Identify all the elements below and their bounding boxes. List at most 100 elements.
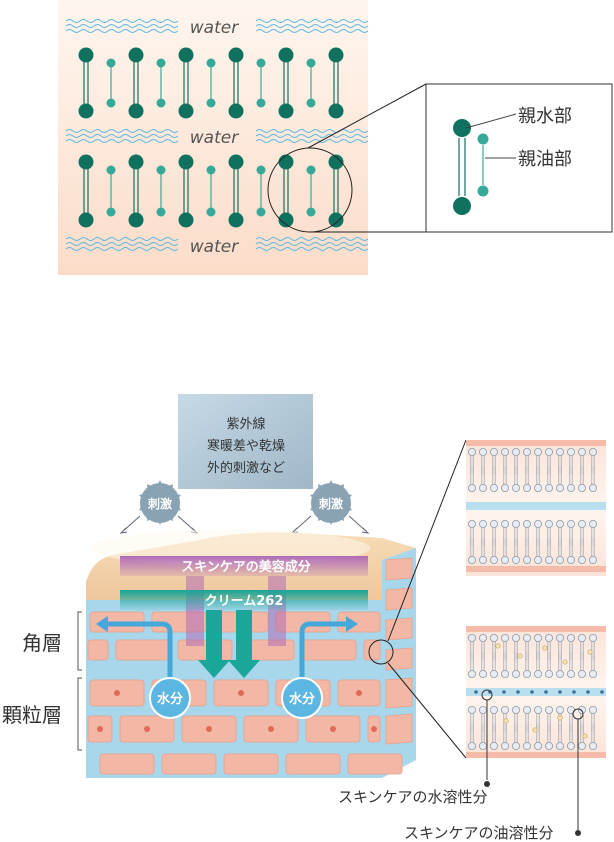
water-soluble-particle [600, 690, 604, 694]
skin-cell [223, 753, 279, 775]
membrane-head [478, 447, 487, 456]
label-stratum-corneum: 角層 [22, 631, 62, 655]
membrane-head [512, 556, 521, 565]
lipid-head-small [256, 58, 266, 68]
oil-soluble-particle [587, 649, 593, 655]
water-soluble-particle [586, 690, 590, 694]
membrane-head [589, 483, 598, 492]
stressor-box [178, 394, 313, 489]
membrane-head [500, 706, 509, 715]
lipid-head [278, 103, 294, 119]
lipid-head-small [206, 58, 216, 68]
membrane-head [567, 520, 576, 529]
irritation-label-left: 刺激 [147, 496, 172, 511]
membrane-head [500, 447, 509, 456]
water-wave-line [255, 237, 369, 241]
water-soluble-particle [530, 690, 534, 694]
membrane-head [512, 670, 521, 679]
membrane-head [556, 520, 565, 529]
lipid-head [78, 212, 94, 228]
skincare-band [120, 556, 368, 576]
lipid-head [328, 47, 344, 63]
lipid-head [278, 212, 294, 228]
water-waves [65, 19, 369, 251]
lipid-molecules [78, 47, 344, 228]
membrane-head [500, 520, 509, 529]
stressor-uv: 紫外線 [226, 416, 265, 432]
lipid-head-small [306, 207, 316, 217]
membrane-head [545, 520, 554, 529]
skincare-down-left [186, 576, 204, 646]
moisture-bubble-left [149, 677, 191, 719]
side-cell [385, 677, 413, 709]
lipid-head [328, 212, 344, 228]
cream-band [120, 590, 368, 610]
legend-lipophilic-icon-bottom [477, 185, 489, 197]
water-soluble-particle [558, 690, 562, 694]
membrane-head [556, 706, 565, 715]
water-wave-line [255, 247, 369, 251]
membrane-head [523, 447, 532, 456]
oil-soluble-particle [495, 643, 501, 649]
water-soluble-particle [488, 690, 492, 694]
skin-zoom-line-top [387, 439, 467, 642]
membrane-head [512, 447, 521, 456]
skin-cell [161, 753, 217, 775]
skincare-label: スキンケアの美容成分 [181, 559, 311, 575]
skin-cell [301, 639, 357, 661]
water-wave-line [255, 139, 369, 143]
panel-before-lipids [466, 440, 606, 572]
moisture-bubble-right [281, 677, 323, 719]
membrane-head [512, 706, 521, 715]
lipid-head [178, 212, 194, 228]
cream-label: クリーム262 [205, 594, 284, 609]
membrane-head [556, 483, 565, 492]
water-channel [466, 502, 606, 510]
membrane-head [534, 742, 543, 751]
water-soluble-particle [572, 690, 576, 694]
lipid-head-small [156, 207, 166, 217]
membrane-head [534, 556, 543, 565]
membrane-head [467, 556, 476, 565]
membrane-head [467, 670, 476, 679]
membrane-head [578, 520, 587, 529]
cell-edge [466, 752, 606, 758]
lipid-head-small [206, 165, 216, 175]
membrane-head [567, 742, 576, 751]
water-wave-line [65, 134, 179, 138]
lipid-head-small [156, 165, 166, 175]
membrane-head [545, 634, 554, 643]
cream-arrows [198, 610, 260, 678]
side-cell [385, 617, 413, 641]
water-wave-line [65, 237, 179, 241]
membrane-head [512, 742, 521, 751]
membrane-head [489, 706, 498, 715]
membrane-head [467, 520, 476, 529]
membrane-head [556, 447, 565, 456]
legend-lipophilic-icon [477, 133, 489, 145]
membrane-head [478, 520, 487, 529]
lipid-head [78, 47, 94, 63]
lipid-head-small [106, 207, 116, 217]
lipid-head [278, 154, 294, 170]
bilayer-background [58, 0, 368, 275]
membrane-head [523, 706, 532, 715]
membrane-head [534, 670, 543, 679]
moisture-arrow-left: 水分 [96, 616, 191, 719]
oil-soluble-particle [562, 659, 568, 665]
lipid-head [128, 154, 144, 170]
membrane-head [467, 706, 476, 715]
water-wave-line [255, 242, 369, 246]
legend-hydrophilic-icon-bottom [453, 197, 471, 215]
membrane-head [523, 556, 532, 565]
water-wave-line [255, 129, 369, 133]
skin-cell [363, 639, 381, 661]
membrane-head [467, 447, 476, 456]
irritation-label-right: 刺激 [318, 496, 343, 511]
oil-soluble-particle [503, 718, 509, 724]
cell-nucleus [356, 690, 362, 696]
oil-soluble-particle [557, 715, 563, 721]
side-cells [385, 557, 413, 745]
lipid-head-small [206, 98, 216, 108]
bracket-granular [77, 677, 82, 751]
